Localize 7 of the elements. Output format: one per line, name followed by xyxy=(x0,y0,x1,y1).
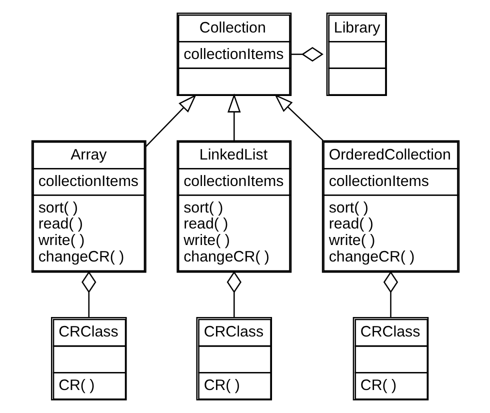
connector xyxy=(382,271,398,318)
arrow xyxy=(274,94,323,141)
arrow xyxy=(227,93,240,140)
connector xyxy=(226,271,241,318)
connector xyxy=(290,46,323,62)
arrow xyxy=(144,94,196,147)
connector xyxy=(81,271,96,318)
